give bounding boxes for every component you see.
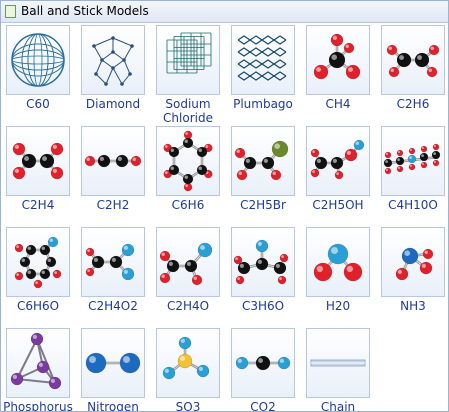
- c2h4o2-icon[interactable]: [81, 227, 145, 297]
- shape-item-c2h2[interactable]: C2H2: [78, 126, 152, 226]
- c2h4o-icon[interactable]: [156, 227, 220, 297]
- shape-label: Phosphorus: [3, 400, 73, 412]
- shape-label: NH3: [400, 299, 426, 313]
- shape-item-diamond[interactable]: Diamond: [78, 25, 152, 125]
- c2h6-icon[interactable]: [381, 25, 445, 95]
- shape-label: C2H4O2: [88, 299, 138, 313]
- shape-label: C2H5Br: [240, 198, 286, 212]
- shape-label: H20: [325, 299, 351, 313]
- c4h10o-icon[interactable]: [381, 126, 445, 196]
- shape-label: C6H6O: [16, 299, 60, 313]
- shape-label: C2H4O: [166, 299, 210, 313]
- shape-item-c60[interactable]: C60: [3, 25, 77, 125]
- shape-item-c6h6o[interactable]: C6H6O: [3, 227, 77, 327]
- nh3-icon[interactable]: [381, 227, 445, 297]
- shape-label: CO2: [250, 400, 276, 412]
- diamond-icon[interactable]: [81, 25, 145, 95]
- shape-item-phosphorus[interactable]: Phosphorus: [3, 328, 77, 412]
- shape-item-c2h4o[interactable]: C2H4O: [153, 227, 227, 327]
- shape-item-c3h6o[interactable]: C3H6O: [228, 227, 302, 327]
- shape-item-c2h5br[interactable]: C2H5Br: [228, 126, 302, 226]
- shape-item-c2h4[interactable]: C2H4: [3, 126, 77, 226]
- c2h5oh-icon[interactable]: [306, 126, 370, 196]
- shape-label: C2H2: [96, 198, 130, 212]
- c60-icon[interactable]: [6, 25, 70, 95]
- shape-item-c2h5oh[interactable]: C2H5OH: [303, 126, 377, 226]
- shape-label: C2H5OH: [312, 198, 364, 212]
- shape-label: C2H6: [396, 97, 430, 111]
- shape-label: Nitrogen: [87, 400, 139, 412]
- library-title: Ball and Stick Models: [21, 4, 149, 18]
- plumbago-icon[interactable]: [231, 25, 295, 95]
- shape-item-co2[interactable]: CO2: [228, 328, 302, 412]
- shape-label: SO3: [175, 400, 201, 412]
- shape-label: Chain: [320, 400, 356, 412]
- shape-item-c2h4o2[interactable]: C2H4O2: [78, 227, 152, 327]
- shape-grid: C60 Diamond Sodium Chloride Plumbago CH4 C2H6…: [3, 25, 448, 412]
- c6h6o-icon[interactable]: [6, 227, 70, 297]
- shape-label: C60: [26, 97, 50, 111]
- library-title-bar[interactable]: Ball and Stick Models: [1, 1, 448, 23]
- c2h4-icon[interactable]: [6, 126, 70, 196]
- c6h6-icon[interactable]: [156, 126, 220, 196]
- shape-item-h2o[interactable]: H20: [303, 227, 377, 327]
- shape-item-ch4[interactable]: CH4: [303, 25, 377, 125]
- shape-label: Sodium Chloride: [163, 97, 213, 125]
- c2h5br-icon[interactable]: [231, 126, 295, 196]
- shape-item-chain[interactable]: Chain: [303, 328, 377, 412]
- shape-item-sodium-chloride[interactable]: Sodium Chloride: [153, 25, 227, 125]
- phosphorus-icon[interactable]: [6, 328, 70, 398]
- library-icon: [5, 5, 16, 18]
- shape-item-c4h10o[interactable]: C4H10O: [378, 126, 448, 226]
- ch4-icon[interactable]: [306, 25, 370, 95]
- so3-icon[interactable]: [156, 328, 220, 398]
- chain-icon[interactable]: [306, 328, 370, 398]
- shape-label: C6H6: [171, 198, 205, 212]
- c3h6o-icon[interactable]: [231, 227, 295, 297]
- shape-label: C3H6O: [241, 299, 285, 313]
- co2-icon[interactable]: [231, 328, 295, 398]
- shape-item-nh3[interactable]: NH3: [378, 227, 448, 327]
- shape-label: Diamond: [85, 97, 141, 111]
- c2h2-icon[interactable]: [81, 126, 145, 196]
- shape-label: C2H4: [21, 198, 55, 212]
- shape-item-plumbago[interactable]: Plumbago: [228, 25, 302, 125]
- shape-label: CH4: [325, 97, 351, 111]
- shape-item-c2h6[interactable]: C2H6: [378, 25, 448, 125]
- sodium-chloride-icon[interactable]: [156, 25, 220, 95]
- nitrogen-icon[interactable]: [81, 328, 145, 398]
- shape-label: Plumbago: [233, 97, 293, 111]
- shape-item-c6h6[interactable]: C6H6: [153, 126, 227, 226]
- h2o-icon[interactable]: [306, 227, 370, 297]
- shape-item-so3[interactable]: SO3: [153, 328, 227, 412]
- shape-label: C4H10O: [388, 198, 438, 212]
- shape-item-nitrogen[interactable]: Nitrogen: [78, 328, 152, 412]
